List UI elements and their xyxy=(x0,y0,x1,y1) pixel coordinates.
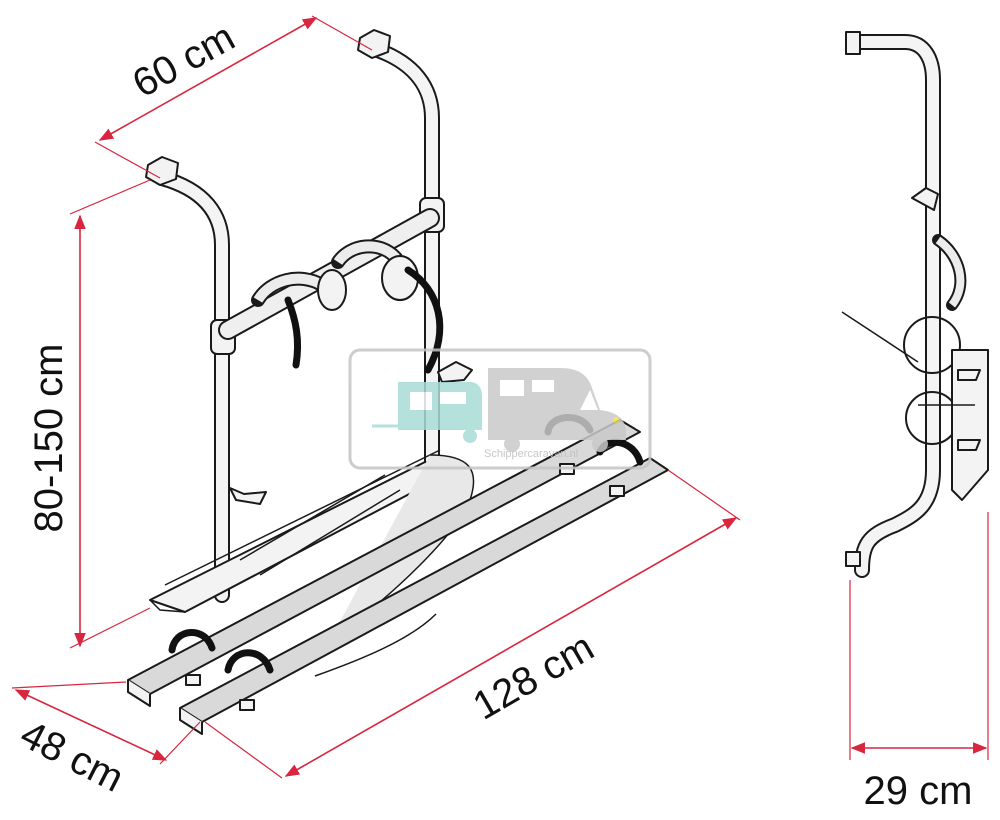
label-depth: 48 cm xyxy=(13,712,130,801)
left-upright xyxy=(145,156,230,603)
rack-side-view xyxy=(841,31,989,578)
watermark-text: Schippercaravan.nl xyxy=(484,448,578,460)
caravan-icon xyxy=(372,382,482,443)
right-upright xyxy=(357,29,440,483)
motorhome-icon xyxy=(488,368,626,452)
holder-arms xyxy=(251,239,444,374)
wheel-strap-2 xyxy=(224,649,274,674)
label-height: 80-150 cm xyxy=(27,344,71,533)
dim-line-48 xyxy=(14,689,168,761)
watermark: Schippercaravan.nl xyxy=(348,348,652,470)
label-length: 128 cm xyxy=(466,625,602,729)
side-wheel-clamp xyxy=(903,316,961,374)
label-side-depth: 29 cm xyxy=(864,769,973,813)
dimension-lines xyxy=(11,15,989,779)
dim-line-60 xyxy=(98,17,318,141)
upper-hook xyxy=(437,361,473,383)
lower-hook xyxy=(229,487,267,505)
wheel-strap-1 xyxy=(168,629,216,654)
watermark-frame xyxy=(348,348,652,470)
dim-line-128 xyxy=(284,517,738,777)
